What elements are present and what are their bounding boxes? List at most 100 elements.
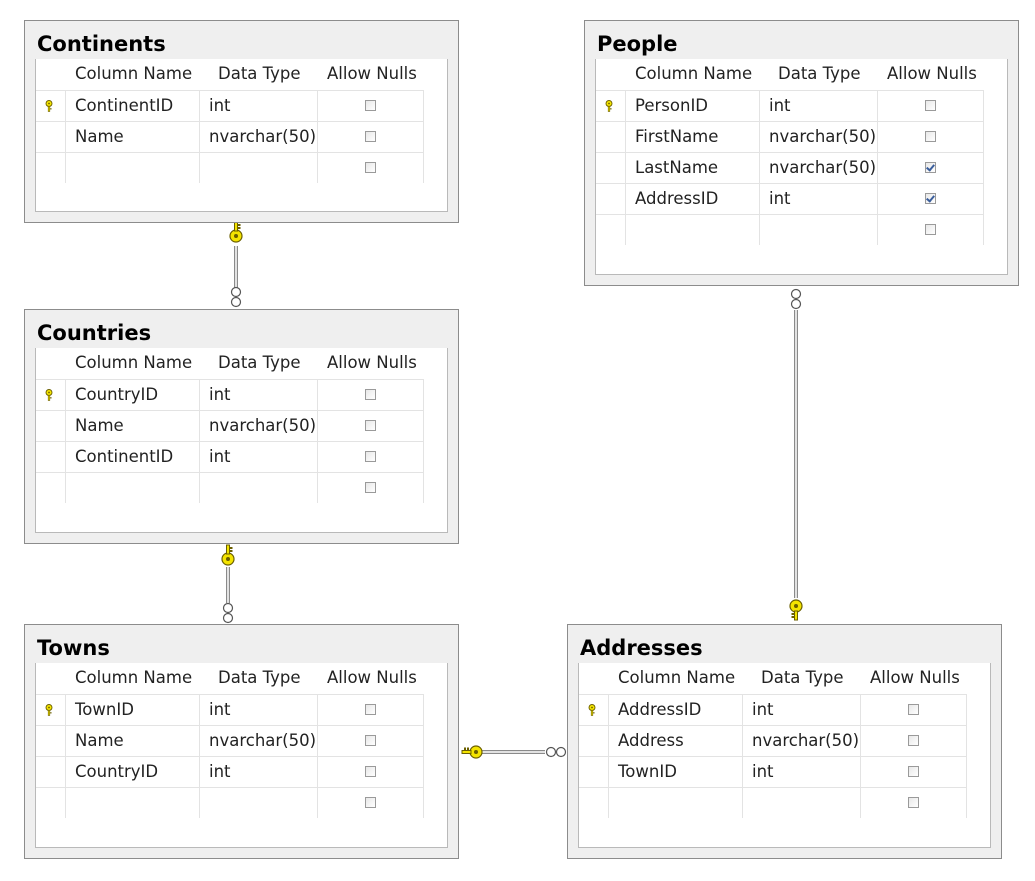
column-name-cell[interactable]: ContinentID xyxy=(75,447,174,466)
table-row[interactable]: ContinentID int xyxy=(36,90,424,121)
allow-nulls-checkbox[interactable] xyxy=(365,797,376,808)
table-row[interactable]: LastName nvarchar(50) xyxy=(596,152,984,183)
data-type-cell[interactable]: int xyxy=(752,700,774,719)
grid-cell xyxy=(200,153,318,183)
table-row[interactable] xyxy=(36,472,424,503)
column-name-cell[interactable]: Name xyxy=(75,416,124,435)
column-name-cell[interactable]: Address xyxy=(618,731,684,750)
data-type-cell[interactable]: int xyxy=(209,762,231,781)
data-type-cell[interactable]: nvarchar(50) xyxy=(209,127,317,146)
column-name-cell[interactable]: CountryID xyxy=(75,385,159,404)
allow-nulls-checkbox[interactable] xyxy=(365,766,376,777)
column-name-cell[interactable]: LastName xyxy=(635,158,719,177)
data-type-cell[interactable]: int xyxy=(209,385,231,404)
allow-nulls-checkbox[interactable] xyxy=(925,162,936,173)
data-type-cell[interactable]: int xyxy=(752,762,774,781)
data-type-cell[interactable]: int xyxy=(769,96,791,115)
allow-nulls-checkbox[interactable] xyxy=(908,704,919,715)
grid-cell xyxy=(66,757,200,787)
column-name-cell[interactable]: Name xyxy=(75,127,124,146)
header-allow-nulls: Allow Nulls xyxy=(327,353,417,372)
table-row[interactable] xyxy=(579,787,967,818)
header-allow-nulls: Allow Nulls xyxy=(887,64,977,83)
grid-cell xyxy=(596,122,626,152)
table-row[interactable]: Name nvarchar(50) xyxy=(36,725,424,756)
table-row[interactable]: Name nvarchar(50) xyxy=(36,121,424,152)
column-name-cell[interactable]: AddressID xyxy=(618,700,702,719)
grid-cell xyxy=(579,695,609,725)
column-name-cell[interactable]: TownID xyxy=(618,762,677,781)
data-type-cell[interactable]: int xyxy=(209,700,231,719)
data-type-cell[interactable]: nvarchar(50) xyxy=(769,127,877,146)
grid-cell xyxy=(318,122,424,152)
allow-nulls-checkbox[interactable] xyxy=(365,735,376,746)
relationship-continents-countries[interactable] xyxy=(229,221,243,308)
allow-nulls-checkbox[interactable] xyxy=(365,704,376,715)
header-column-name: Column Name xyxy=(635,64,753,83)
column-name-cell[interactable]: CountryID xyxy=(75,762,159,781)
allow-nulls-checkbox[interactable] xyxy=(365,482,376,493)
relationship-people-addresses[interactable] xyxy=(789,288,803,621)
allow-nulls-checkbox[interactable] xyxy=(365,451,376,462)
data-type-cell[interactable]: nvarchar(50) xyxy=(752,731,860,750)
table-row[interactable]: AddressID int xyxy=(596,183,984,214)
allow-nulls-checkbox[interactable] xyxy=(925,224,936,235)
relationship-towns-addresses[interactable] xyxy=(461,745,567,759)
table-row[interactable] xyxy=(596,214,984,245)
data-type-cell[interactable]: int xyxy=(769,189,791,208)
header-column-name: Column Name xyxy=(75,353,193,372)
allow-nulls-checkbox[interactable] xyxy=(365,131,376,142)
table-row[interactable]: TownID int xyxy=(36,694,424,725)
table-row[interactable]: CountryID int xyxy=(36,379,424,410)
grid-cell xyxy=(318,757,424,787)
table-row[interactable]: Address nvarchar(50) xyxy=(579,725,967,756)
allow-nulls-checkbox[interactable] xyxy=(365,100,376,111)
header-column-name: Column Name xyxy=(75,668,193,687)
primary-key-icon xyxy=(605,100,613,112)
allow-nulls-checkbox[interactable] xyxy=(925,100,936,111)
data-type-cell[interactable]: int xyxy=(209,96,231,115)
allow-nulls-checkbox[interactable] xyxy=(365,420,376,431)
allow-nulls-checkbox[interactable] xyxy=(365,162,376,173)
allow-nulls-checkbox[interactable] xyxy=(908,735,919,746)
grid-cell xyxy=(200,757,318,787)
relationship-countries-towns[interactable] xyxy=(221,544,235,624)
grid-cell xyxy=(596,91,626,121)
grid-cell xyxy=(760,215,878,245)
allow-nulls-checkbox[interactable] xyxy=(925,131,936,142)
grid-cell xyxy=(626,184,760,214)
allow-nulls-checkbox[interactable] xyxy=(908,797,919,808)
grid-cell xyxy=(861,726,967,756)
allow-nulls-checkbox[interactable] xyxy=(908,766,919,777)
column-name-cell[interactable]: PersonID xyxy=(635,96,709,115)
table-row[interactable]: CountryID int xyxy=(36,756,424,787)
allow-nulls-checkbox[interactable] xyxy=(365,389,376,400)
data-type-cell[interactable]: int xyxy=(209,447,231,466)
column-name-cell[interactable]: FirstName xyxy=(635,127,719,146)
table-row[interactable]: ContinentID int xyxy=(36,441,424,472)
table-row[interactable]: FirstName nvarchar(50) xyxy=(596,121,984,152)
table-row[interactable]: PersonID int xyxy=(596,90,984,121)
column-name-cell[interactable]: AddressID xyxy=(635,189,719,208)
table-row[interactable] xyxy=(36,787,424,818)
grid-cell xyxy=(318,380,424,410)
table-row[interactable] xyxy=(36,152,424,183)
table-row[interactable]: Name nvarchar(50) xyxy=(36,410,424,441)
column-name-cell[interactable]: ContinentID xyxy=(75,96,174,115)
column-name-cell[interactable]: Name xyxy=(75,731,124,750)
table-row[interactable]: TownID int xyxy=(579,756,967,787)
table-row[interactable]: AddressID int xyxy=(579,694,967,725)
header-data-type: Data Type xyxy=(218,64,301,83)
data-type-cell[interactable]: nvarchar(50) xyxy=(209,416,317,435)
column-name-cell[interactable]: TownID xyxy=(75,700,134,719)
allow-nulls-checkbox[interactable] xyxy=(925,193,936,204)
data-type-cell[interactable]: nvarchar(50) xyxy=(769,158,877,177)
data-type-cell[interactable]: nvarchar(50) xyxy=(209,731,317,750)
